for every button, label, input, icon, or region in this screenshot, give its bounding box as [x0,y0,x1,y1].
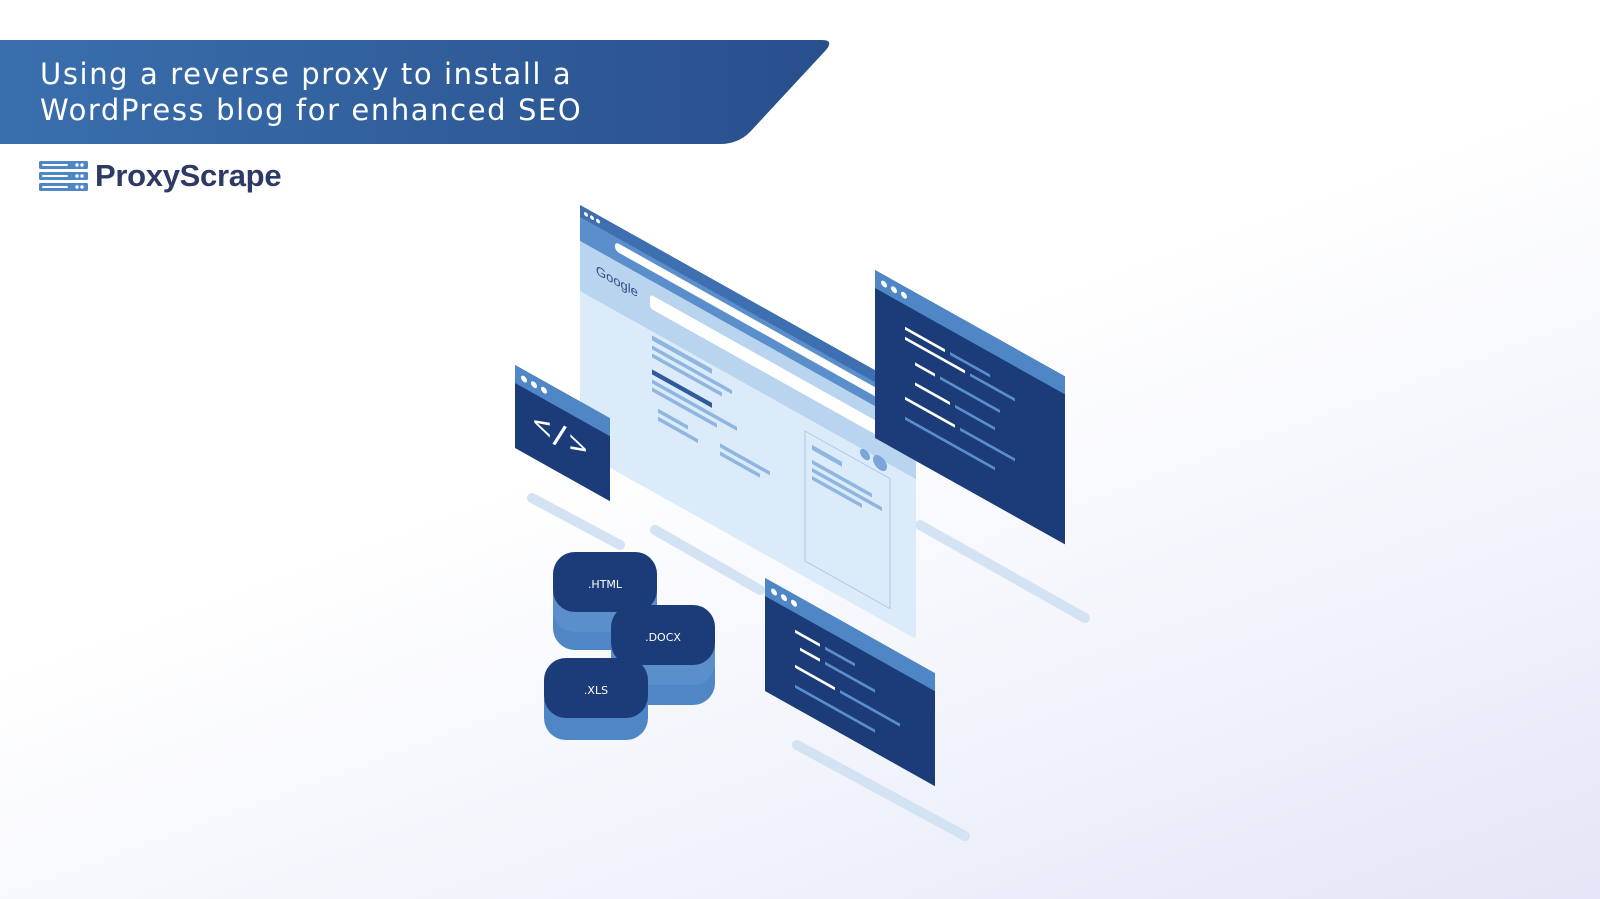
title-line-1: Using a reverse proxy to install a [40,57,573,91]
code-window-left: </> [515,365,610,502]
title-line-2: WordPress blog for enhanced SEO [40,93,583,127]
file-label-html: .HTML [588,578,623,591]
browser-window: Google [580,205,916,638]
proxyscrape-logo[interactable]: ProxyScrape [39,158,282,194]
server-stack-icon [39,161,88,191]
logo-text: ProxyScrape [95,158,282,193]
title-banner [0,40,830,144]
code-window-right [875,270,1065,545]
page-title: Using a reverse proxy to install a WordP… [40,56,582,128]
file-label-docx: .DOCX [645,631,681,644]
search-box [650,295,888,441]
file-stack-xls: .XLS [544,658,648,740]
floor-shadows [527,493,1090,841]
file-label-xls: .XLS [584,684,608,697]
code-window-bottom [765,578,935,787]
